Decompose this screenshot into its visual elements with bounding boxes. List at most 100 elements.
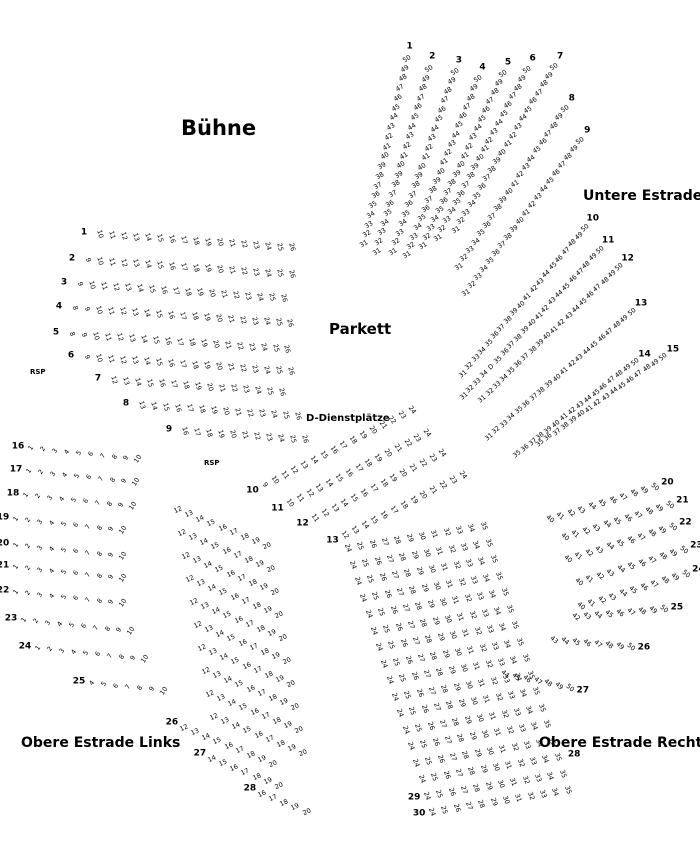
seat-number[interactable]: 30 (448, 630, 459, 641)
seat-number[interactable]: 2 (23, 542, 33, 551)
seat-number[interactable]: 13 (215, 692, 227, 704)
seat-number[interactable]: 14 (198, 536, 210, 548)
seat-number[interactable]: 26 (425, 720, 437, 732)
seat-number[interactable]: 10 (157, 684, 170, 697)
seat-number[interactable]: 21 (427, 484, 440, 496)
seat-number[interactable]: 31 (401, 249, 413, 261)
seat-number[interactable]: 7 (82, 522, 92, 531)
seat-number[interactable]: 28 (402, 567, 413, 579)
seat-number[interactable]: 14 (218, 651, 230, 663)
seat-number[interactable]: 35 (536, 703, 548, 714)
seat-number[interactable]: 24 (262, 240, 273, 251)
seat-number[interactable]: 10 (95, 228, 106, 239)
seat-number[interactable]: 12 (118, 306, 129, 317)
seat-number[interactable]: 18 (181, 379, 191, 390)
seat-number[interactable]: 49 (553, 679, 566, 692)
seat-number[interactable]: 18 (347, 434, 360, 446)
seat-number[interactable]: 10 (117, 550, 129, 562)
seat-number[interactable]: 25 (376, 606, 387, 618)
seat-number[interactable]: 15 (151, 334, 161, 345)
seat-number[interactable]: 35 (530, 686, 542, 697)
seat-number[interactable]: 13 (189, 726, 201, 738)
seat-number[interactable]: 26 (292, 410, 303, 421)
seat-number[interactable]: 16 (222, 740, 234, 752)
seat-number[interactable]: 24 (406, 740, 417, 752)
seat-number[interactable]: 19 (216, 428, 227, 439)
seat-number[interactable]: 33 (480, 608, 491, 619)
seat-number[interactable]: 17 (178, 310, 188, 321)
seat-number[interactable]: 30 (459, 663, 470, 674)
seat-number[interactable]: 14 (194, 513, 206, 525)
seat-number[interactable]: 20 (206, 288, 217, 299)
seat-number[interactable]: 31 (460, 628, 471, 639)
seat-number[interactable]: 18 (278, 797, 290, 809)
seat-number[interactable]: 22 (238, 265, 249, 276)
seat-number[interactable]: 12 (200, 665, 212, 677)
seat-number[interactable]: 26 (276, 386, 287, 397)
seat-number[interactable]: 21 (233, 406, 243, 417)
seat-number[interactable]: 2 (23, 589, 33, 598)
seat-number[interactable]: 9 (82, 305, 92, 312)
seat-number[interactable]: 31 (492, 727, 503, 738)
seat-number[interactable]: 18 (243, 554, 255, 566)
seat-number[interactable]: 34 (487, 589, 498, 600)
seat-number[interactable]: 15 (368, 514, 381, 526)
seat-number[interactable]: 23 (264, 431, 274, 442)
seat-number[interactable]: 14 (206, 582, 218, 594)
seat-number[interactable]: 47 (617, 490, 630, 503)
seat-number[interactable]: 20 (277, 632, 289, 644)
seat-number[interactable]: 1 (24, 466, 34, 475)
seat-number[interactable]: 7 (123, 682, 133, 691)
seat-number[interactable]: 18 (362, 457, 375, 469)
seat-number[interactable]: 32 (520, 775, 532, 786)
seat-number[interactable]: D (486, 362, 496, 372)
seat-number[interactable]: 12 (184, 573, 196, 585)
seat-number[interactable]: 18 (250, 771, 262, 783)
seat-number[interactable]: 43 (593, 543, 606, 556)
seat-number[interactable]: 12 (319, 507, 331, 519)
seat-number[interactable]: 29 (409, 549, 421, 561)
seat-number[interactable]: 16 (358, 487, 370, 499)
seat-number[interactable]: 14 (210, 605, 222, 617)
seat-number[interactable]: 20 (397, 467, 410, 479)
seat-number[interactable]: 32 (493, 692, 505, 703)
seat-number[interactable]: 40 (562, 553, 574, 565)
seat-number[interactable]: 6 (70, 547, 80, 556)
seat-number[interactable]: 34 (478, 368, 490, 380)
seat-number[interactable]: 26 (285, 317, 296, 329)
seat-number[interactable]: 50 (401, 53, 413, 65)
seat-number[interactable]: 27 (443, 734, 454, 746)
seat-number[interactable]: 20 (293, 724, 305, 736)
seat-number[interactable]: 24 (422, 790, 433, 802)
seat-number[interactable]: 32 (467, 610, 479, 621)
seat-number[interactable]: 19 (193, 380, 203, 391)
seat-number[interactable]: 29 (472, 747, 484, 759)
seat-number[interactable]: 14 (206, 753, 218, 765)
seat-number[interactable]: 16 (224, 568, 236, 580)
seat-number[interactable]: 22 (230, 289, 241, 300)
seat-number[interactable]: 13 (191, 554, 203, 566)
seat-number[interactable]: 8 (109, 452, 119, 461)
seat-number[interactable]: 17 (388, 504, 400, 516)
seat-number[interactable]: 26 (286, 242, 297, 253)
seat-number[interactable]: 13 (219, 715, 231, 727)
seat-number[interactable]: 17 (179, 261, 189, 272)
seat-number[interactable]: 23 (447, 474, 459, 486)
seat-number[interactable]: 29 (419, 582, 431, 594)
seat-number[interactable]: 3 (50, 446, 60, 455)
seat-number[interactable]: 44 (387, 111, 399, 123)
seat-number[interactable]: 23 (242, 290, 253, 301)
seat-number[interactable]: 34 (502, 639, 513, 650)
seat-number[interactable]: 31 (481, 694, 492, 705)
seat-number[interactable]: 15 (211, 735, 223, 747)
seat-number[interactable]: 24 (385, 674, 396, 686)
seat-number[interactable]: 29 (483, 780, 495, 792)
seat-number[interactable]: 2 (23, 564, 33, 573)
seat-number[interactable]: 35 (367, 199, 379, 211)
seat-number[interactable]: 25 (273, 317, 284, 328)
seat-number[interactable]: 17 (267, 792, 279, 804)
seat-number[interactable]: 16 (180, 425, 191, 436)
seat-number[interactable]: 11 (309, 512, 321, 524)
seat-number[interactable]: 44 (559, 635, 572, 647)
seat-number[interactable]: 24 (254, 291, 265, 302)
